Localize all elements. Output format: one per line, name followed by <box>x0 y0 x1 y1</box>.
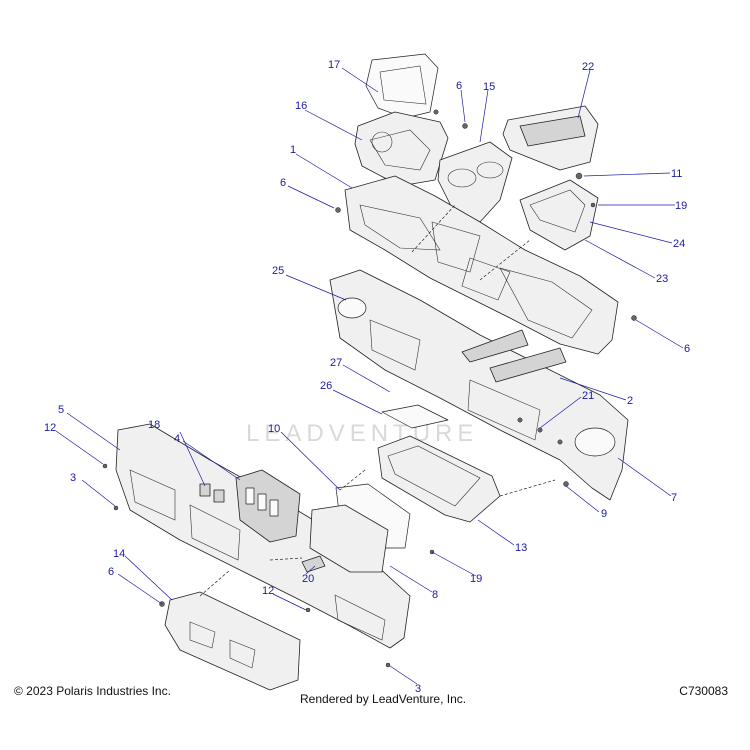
callout-23: 23 <box>656 273 668 285</box>
callout-21: 21 <box>582 390 594 402</box>
rendered-by-text: Rendered by LeadVenture, Inc. <box>300 692 467 706</box>
callout-labels: 17 16 1 6 6 15 22 11 19 24 23 25 6 27 2 … <box>44 59 690 695</box>
part-24-glove-bin <box>519 179 599 251</box>
callout-5: 5 <box>58 404 64 416</box>
callout-8: 8 <box>432 589 438 601</box>
part-14-lower-panel <box>164 591 301 691</box>
callout-18: 18 <box>148 419 160 431</box>
callout-1: 1 <box>290 144 296 156</box>
callout-3: 3 <box>70 472 76 484</box>
callout-6: 6 <box>684 343 690 355</box>
part-1-upper-dash <box>344 175 619 355</box>
part-21-screws <box>517 417 563 445</box>
callout-19: 19 <box>675 200 687 212</box>
callout-9: 9 <box>601 508 607 520</box>
copyright-text: © 2023 Polaris Industries Inc. <box>14 684 171 698</box>
part-8-glovebox-door <box>309 504 389 573</box>
part-16-gauge-housing <box>354 111 449 187</box>
part-26-trim-strip <box>381 404 449 429</box>
callout-22: 22 <box>582 61 594 73</box>
part-20-latch <box>301 555 326 573</box>
callout-6: 6 <box>280 177 286 189</box>
callout-25: 25 <box>272 265 284 277</box>
callout-12: 12 <box>262 585 274 597</box>
watermark: LEADVENTURE <box>246 420 478 447</box>
callout-11: 11 <box>671 168 682 180</box>
callout-15: 15 <box>483 81 495 93</box>
callout-16: 16 <box>295 100 307 112</box>
callout-2: 2 <box>627 395 633 407</box>
assembly-lines <box>199 204 556 597</box>
callout-7: 7 <box>671 492 677 504</box>
part-13-storage-bin <box>377 435 501 523</box>
callout-20: 20 <box>302 573 314 585</box>
part-4-switch-panel <box>235 469 301 543</box>
callout-6: 6 <box>108 566 114 578</box>
part-22-top-panel <box>502 105 599 171</box>
callout-4: 4 <box>174 433 180 445</box>
diagram-code: C730083 <box>679 684 728 698</box>
callout-13: 13 <box>515 542 527 554</box>
callout-14: 14 <box>113 548 125 560</box>
part-2-bracket <box>461 329 567 383</box>
callout-12: 12 <box>44 422 56 434</box>
part-15-cupholder-insert <box>437 141 513 223</box>
callout-24: 24 <box>673 238 685 250</box>
leader-lines <box>55 67 684 685</box>
callout-26: 26 <box>320 380 332 392</box>
part-17-bezel <box>365 53 439 119</box>
callout-19: 19 <box>470 573 482 585</box>
part-25-dash-frame <box>329 269 629 501</box>
callout-27: 27 <box>330 357 342 369</box>
part-18-clips <box>199 483 225 503</box>
callout-6: 6 <box>456 80 462 92</box>
callout-3: 3 <box>415 683 421 695</box>
callout-10: 10 <box>268 423 280 435</box>
callout-17: 17 <box>328 59 340 71</box>
